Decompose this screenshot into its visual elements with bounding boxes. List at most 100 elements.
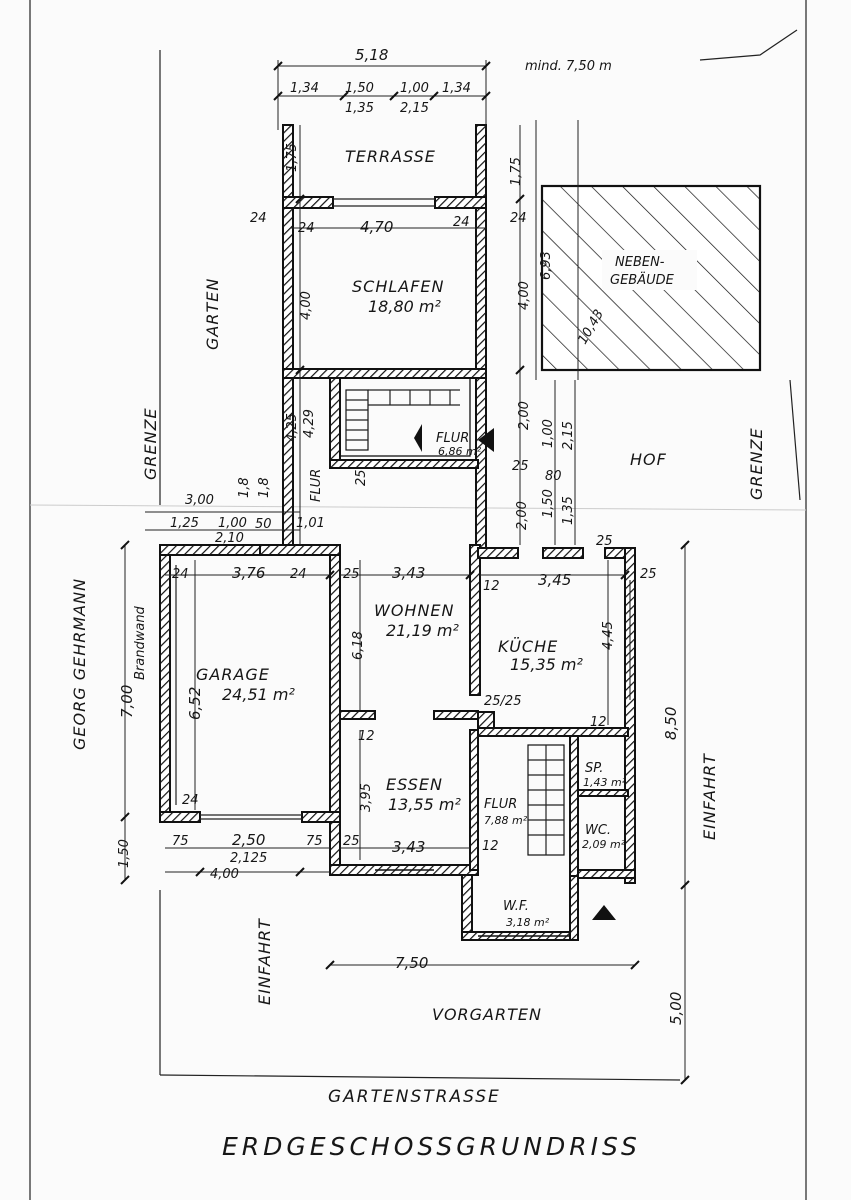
einfahrt-label-right: EINFAHRT xyxy=(700,753,719,840)
wall-garage-west xyxy=(159,544,171,823)
dim-neben-1: 6,93 xyxy=(539,251,554,280)
room-area-essen: 13,55 m² xyxy=(388,795,461,814)
dim-left-210: 2,10 xyxy=(215,531,244,546)
dim-small-2: 2,15 xyxy=(561,421,576,450)
room-label-schlafen: SCHLAFEN xyxy=(352,277,445,296)
dim-garage-24c: 24 xyxy=(182,793,199,808)
dim-terrace-depth: 1,75 xyxy=(285,143,300,172)
dim-schlafen-width: 4,70 xyxy=(360,218,393,236)
dim-wall-24: 24 xyxy=(250,211,267,226)
dimension-lines xyxy=(124,60,686,1080)
street-label: GARTENSTRASSE xyxy=(328,1087,501,1107)
room-label-wohnen: WOHNEN xyxy=(374,601,455,620)
dim-wall-25c: 25 xyxy=(640,567,657,582)
dim-essen-width: 3,43 xyxy=(392,838,425,856)
dim-top-3: 1,00 xyxy=(400,81,429,96)
dim-wall-24: 24 xyxy=(298,221,315,236)
room-label-wf: W.F. xyxy=(503,899,529,914)
dim-garage-depth: 6,52 xyxy=(186,687,204,720)
dim-wall-12: 12 xyxy=(483,579,500,594)
hof-label: HOF xyxy=(630,450,667,469)
grenze-label-right: GRENZE xyxy=(747,427,766,500)
wall-stair-west xyxy=(329,377,341,469)
dim-top-2: 1,50 xyxy=(345,81,374,96)
dim-wohnen-width: 3,43 xyxy=(392,564,425,582)
wall-wohnen-west xyxy=(329,544,341,876)
garten-label: GARTEN xyxy=(203,278,222,350)
wall-east-wing xyxy=(475,124,487,551)
room-label-essen: ESSEN xyxy=(386,775,443,794)
room-area-garage: 24,51 m² xyxy=(222,685,295,704)
boundary-line-right xyxy=(699,29,801,501)
room-area-schlafen: 18,80 m² xyxy=(368,297,441,316)
dim-flur-h2: 4,29 xyxy=(302,409,317,438)
outbuilding-label-1: NEBEN- xyxy=(615,255,665,270)
wall-wohnen-east xyxy=(469,544,481,696)
dim-wall-25d: 25 xyxy=(596,534,613,549)
room-area-wf: 3,18 m² xyxy=(506,916,550,929)
room-label-flur-lower: FLUR xyxy=(484,797,517,812)
dim-pillar: 25/25 xyxy=(484,694,521,709)
room-area-flur-upper: 6,86 m² xyxy=(438,445,482,458)
wall-wohnen-essen-left xyxy=(339,710,376,720)
wall-west-wing xyxy=(282,124,294,546)
dim-wall-12d: 12 xyxy=(482,839,499,854)
wall-wf-west xyxy=(461,874,473,941)
room-label-flur-upper: FLUR xyxy=(436,431,469,446)
plan-title: ERDGESCHOSSGRUNDRISS xyxy=(222,1132,641,1161)
wall-schlafen-south xyxy=(282,368,487,379)
wall-garage-south-left xyxy=(159,811,201,823)
wall-garage-north-left xyxy=(159,544,261,556)
dim-small-1: 1,00 xyxy=(541,419,556,448)
room-label-wc: WC. xyxy=(585,823,611,838)
dim-top-1: 1,34 xyxy=(290,81,319,96)
wall-wf-east xyxy=(569,875,579,941)
room-label-terrasse: TERRASSE xyxy=(345,147,436,166)
dim-wohnen-depth: 6,18 xyxy=(351,631,366,660)
outbuilding-label-2: GEBÄUDE xyxy=(610,272,675,288)
dim-terrace-depth-right: 1,75 xyxy=(509,157,524,186)
dimension-ticks xyxy=(120,61,690,1085)
dim-right-total: 8,50 xyxy=(662,707,680,740)
header-note: mind. 7,50 m xyxy=(525,59,612,74)
room-area-kueche: 15,35 m² xyxy=(510,655,583,674)
dim-small-4: 1,35 xyxy=(561,496,576,525)
room-area-wc: 2,09 m² xyxy=(582,838,626,851)
dim-bottom-total: 7,50 xyxy=(395,954,428,972)
dim-gate-depth: 1,50 xyxy=(117,839,132,868)
einfahrt-label-left: EINFAHRT xyxy=(255,918,274,1005)
vorgarten-label: VORGARTEN xyxy=(432,1005,542,1024)
dim-wall-25: 25 xyxy=(354,469,369,486)
dim-gate-1: 75 xyxy=(172,834,189,849)
wall-stair-south xyxy=(329,459,479,469)
wall-wc-south xyxy=(577,869,636,879)
wall-garage-north-right xyxy=(259,544,341,556)
grenze-label-left: GRENZE xyxy=(141,407,160,480)
room-area-flur-lower: 7,88 m² xyxy=(484,814,528,827)
dim-garage-24: 24 xyxy=(172,567,189,582)
dim-flur-v: 2,00 xyxy=(517,401,532,430)
stair-treads-upper xyxy=(345,389,460,451)
dim-kueche-width: 3,45 xyxy=(538,571,571,589)
dim-wall-24: 24 xyxy=(510,211,527,226)
stair-treads-lower xyxy=(527,744,565,856)
wall-flur-east xyxy=(569,735,579,877)
room-label-garage: GARAGE xyxy=(196,665,270,684)
street-edge-line xyxy=(159,1074,681,1081)
stair-arrow-icon xyxy=(414,424,422,452)
dim-kueche-depth: 4,45 xyxy=(601,621,616,650)
room-area-sp: 1,43 m² xyxy=(583,776,627,789)
dim-gate-2: 2,50 xyxy=(232,831,265,849)
fold-line xyxy=(29,504,807,511)
dim-front-depth: 5,00 xyxy=(667,992,685,1025)
wall-kueche-north-2 xyxy=(542,547,584,559)
dim-gate-4: 2,125 xyxy=(230,851,267,866)
dim-garage-width: 3,76 xyxy=(232,564,265,582)
wall-garage-south-right xyxy=(301,811,341,823)
dim-small-80: 80 xyxy=(545,469,562,484)
dim-left-50: 50 xyxy=(255,517,272,532)
dim-gate-3: 75 xyxy=(306,834,323,849)
dim-top-5: 1,35 xyxy=(345,101,374,116)
dim-left-3: 3,00 xyxy=(185,493,214,508)
